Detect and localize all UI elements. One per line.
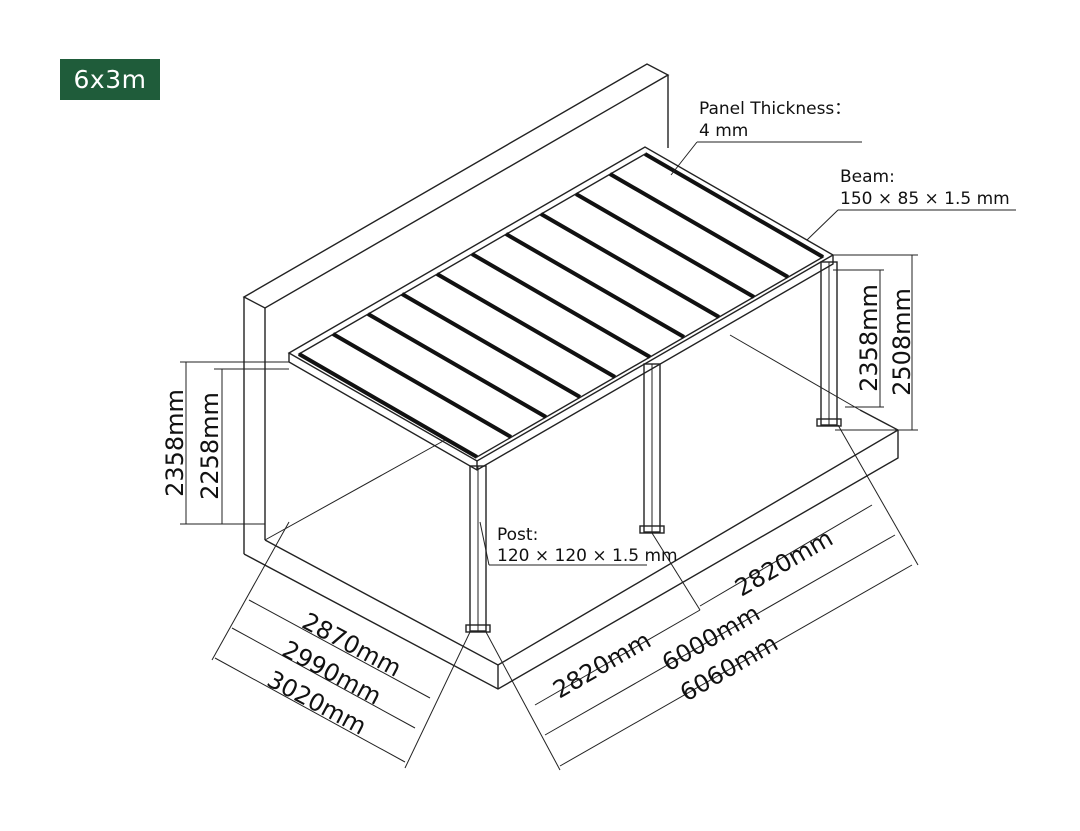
depth-dimensions xyxy=(211,521,471,769)
span-front-label: 2820mm xyxy=(548,626,655,704)
left-inner-height-label: 2258mm xyxy=(196,392,224,500)
post-front-middle xyxy=(639,363,665,534)
callout-leaders xyxy=(479,141,1016,566)
size-badge: 6x3m xyxy=(60,59,160,100)
ground-slab xyxy=(243,334,899,690)
beam-value: 150 × 85 × 1.5 mm xyxy=(840,189,1010,209)
left-height-dimensions xyxy=(180,361,289,525)
span-back-label: 2820mm xyxy=(730,524,837,602)
right-inner-height-label: 2358mm xyxy=(855,284,883,392)
length-dimensions xyxy=(485,424,919,771)
post-label: Post: xyxy=(497,525,538,545)
left-outer-height-label: 2358mm xyxy=(161,389,189,497)
wall xyxy=(242,63,670,554)
panel-thickness-label: Panel Thickness： xyxy=(699,99,851,119)
right-outer-height-label: 2508mm xyxy=(888,288,916,396)
post-front-right xyxy=(816,261,842,427)
beam-label: Beam: xyxy=(840,167,895,187)
roof-frame xyxy=(287,146,835,471)
right-height-dimensions xyxy=(833,254,918,431)
post-front-left xyxy=(465,465,491,633)
post-value: 120 × 120 × 1.5 mm xyxy=(497,546,678,566)
roof-panels xyxy=(297,152,825,459)
panel-thickness-value: 4 mm xyxy=(699,121,748,141)
